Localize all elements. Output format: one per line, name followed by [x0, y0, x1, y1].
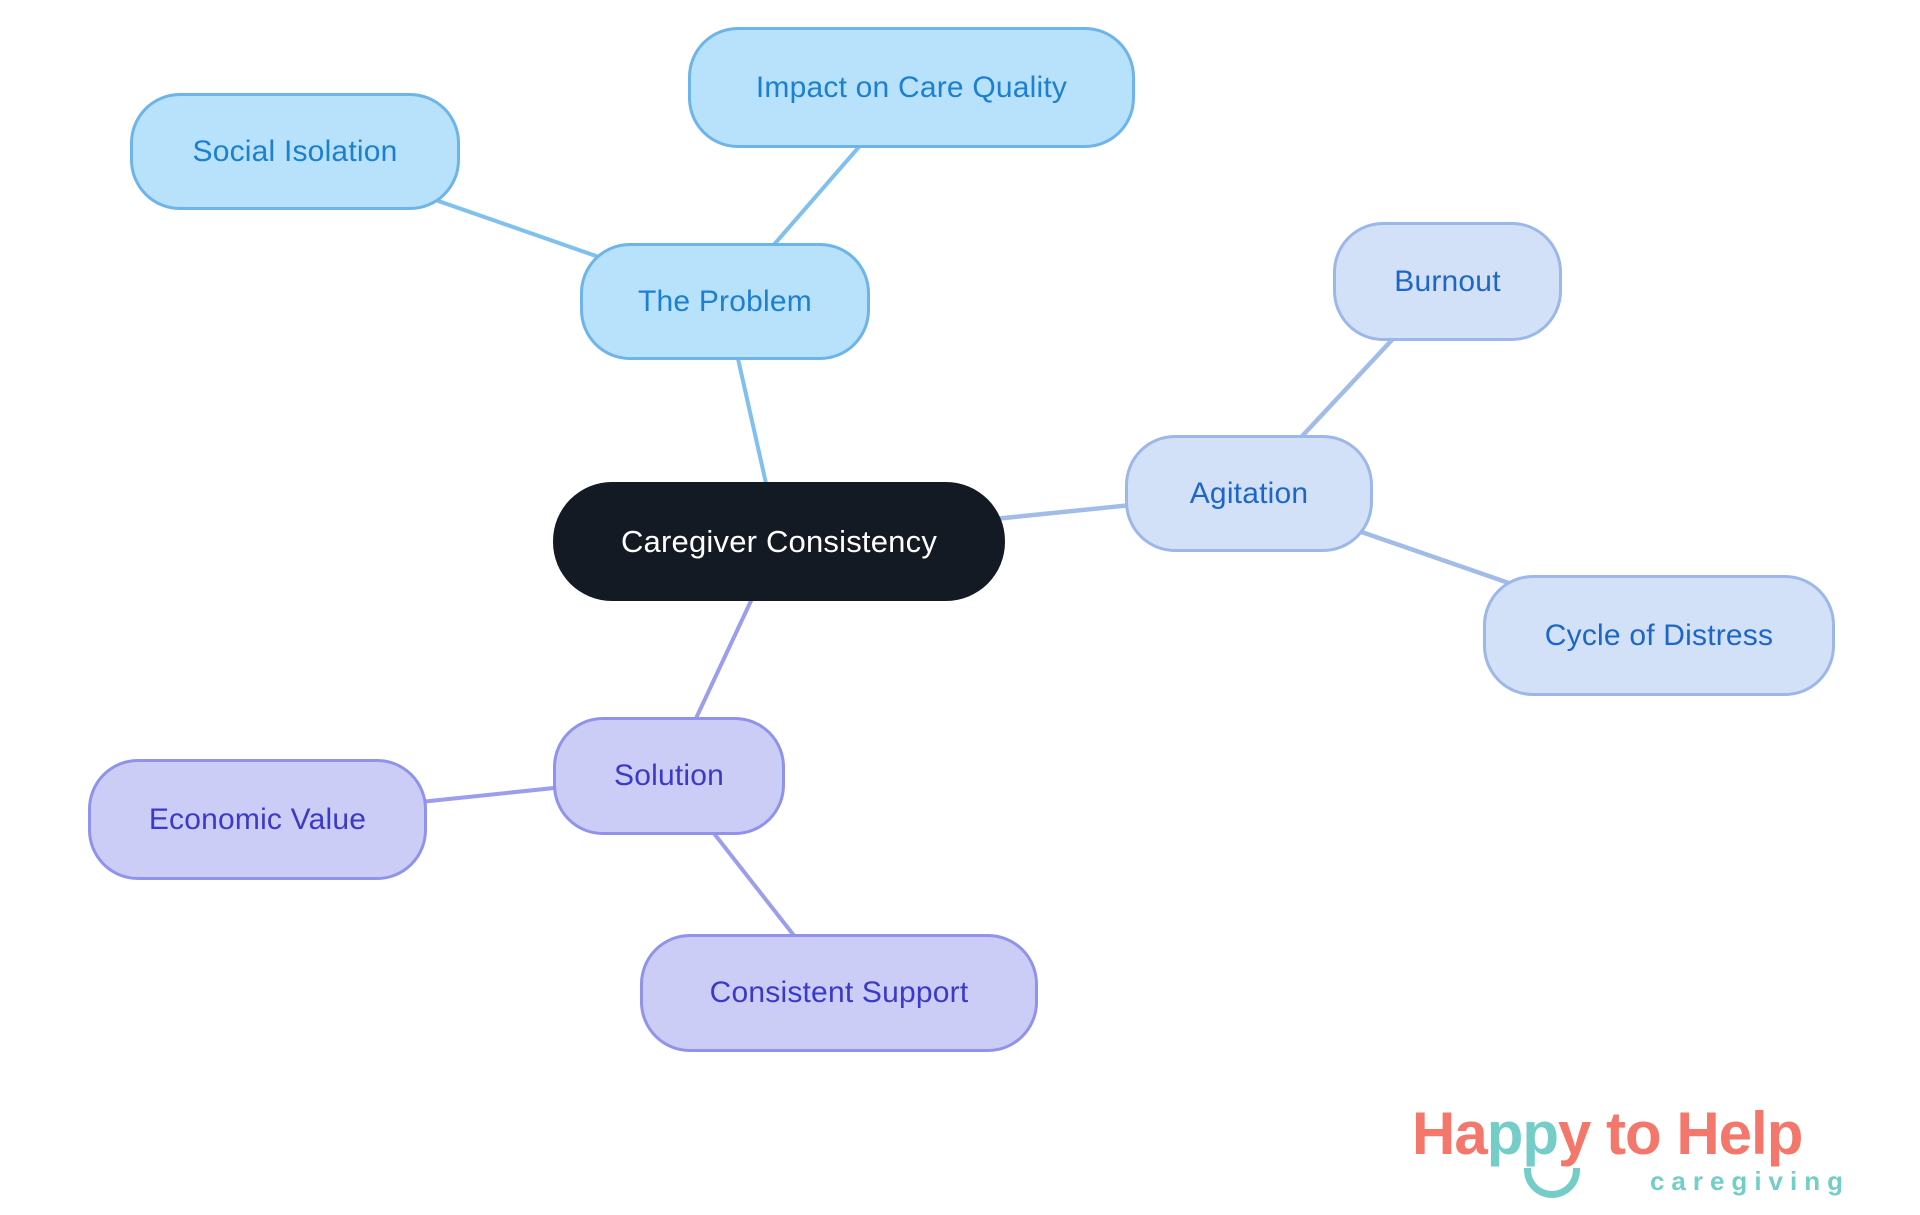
node-label: Impact on Care Quality: [755, 70, 1068, 104]
node-label: Solution: [613, 759, 724, 792]
node-label: Agitation: [1189, 476, 1309, 510]
node-label: Cycle of Distress: [1544, 618, 1774, 652]
node-economic-value: Economic Value: [88, 759, 427, 880]
logo-text-ha: Ha: [1412, 1100, 1488, 1167]
logo-subtitle: caregiving: [1649, 1166, 1850, 1196]
node-cycle-of-distress: Cycle of Distress: [1483, 575, 1835, 696]
node-label: The Problem: [638, 284, 812, 318]
node-caregiver-consistency: Caregiver Consistency: [553, 482, 1005, 601]
node-solution: Solution: [553, 717, 785, 835]
node-burnout: Burnout: [1333, 222, 1562, 341]
node-consistent-support: Consistent Support: [640, 934, 1038, 1052]
node-label: Caregiver Consistency: [620, 523, 938, 559]
node-the-problem: The Problem: [580, 243, 870, 360]
node-label: Economic Value: [148, 802, 367, 836]
logo-text-pp: pp: [1486, 1100, 1559, 1167]
node-label: Consistent Support: [709, 976, 969, 1009]
node-label: Social Isolation: [192, 134, 398, 168]
node-social-isolation: Social Isolation: [130, 93, 460, 210]
logo-wordmark: Happy to Help: [1412, 1104, 1882, 1164]
node-agitation: Agitation: [1125, 435, 1373, 552]
happy-to-help-logo: Happy to Help caregiving: [1412, 1104, 1882, 1209]
node-label: Burnout: [1394, 264, 1501, 298]
node-impact-on-care-quality: Impact on Care Quality: [688, 27, 1135, 148]
logo-text-tail: y to Help: [1558, 1100, 1803, 1167]
smile-icon: [1524, 1168, 1580, 1198]
